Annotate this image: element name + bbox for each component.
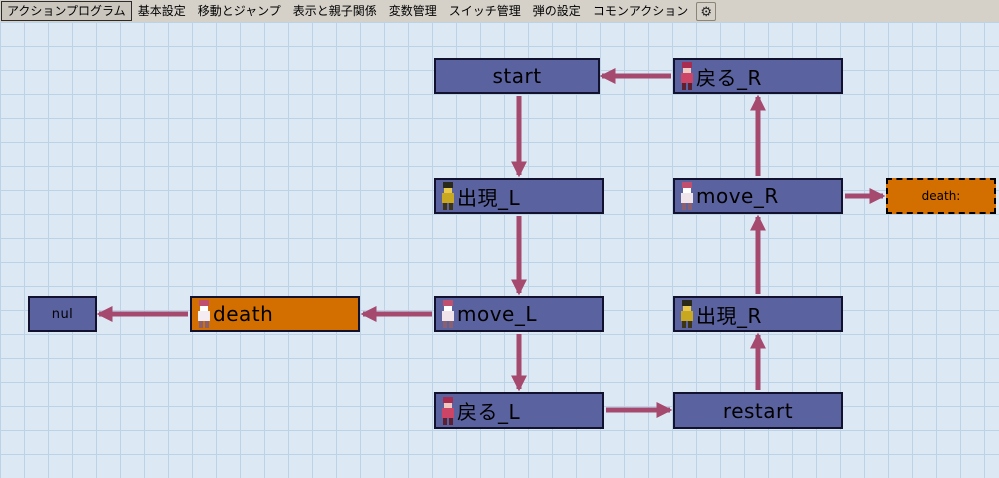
yellow-character-sprite-icon [680, 300, 694, 328]
tab-basic-settings[interactable]: 基本設定 [137, 4, 186, 18]
settings-gear-icon[interactable]: ⚙ [696, 1, 717, 21]
node-label: start [492, 64, 542, 88]
node-label: death [213, 302, 274, 326]
node-start[interactable]: start [434, 58, 600, 94]
white-character-sprite-icon [680, 182, 694, 210]
node-label: 出現_R [696, 303, 762, 328]
flow-arrows [96, 67, 886, 419]
tab-switch-management[interactable]: スイッチ管理 [448, 4, 521, 18]
flowchart-canvas[interactable]: start 戻る_R 出現_L move_R death: nul [0, 22, 999, 478]
node-restart[interactable]: restart [673, 392, 843, 429]
tab-action-program[interactable]: アクションプログラム [1, 1, 132, 21]
pink-character-sprite-icon [441, 396, 455, 425]
pink-character-sprite-icon [680, 62, 694, 90]
node-label: nul [51, 306, 74, 322]
node-label: 戻る_L [457, 400, 521, 424]
node-nul[interactable]: nul [28, 296, 97, 332]
node-label: 出現_L [457, 185, 521, 210]
white-character-sprite-icon [197, 300, 211, 328]
tab-bullet-settings[interactable]: 弾の設定 [532, 4, 581, 18]
yellow-character-sprite-icon [441, 182, 455, 210]
tab-bar: アクションプログラム 基本設定 移動とジャンプ 表示と親子関係 変数管理 スイッ… [0, 0, 999, 22]
node-appear-r[interactable]: 出現_R [673, 296, 843, 332]
node-label: move_R [696, 184, 779, 208]
tab-variable-management[interactable]: 変数管理 [388, 4, 437, 18]
node-label: restart [722, 398, 794, 423]
node-death-outlet[interactable]: death: [886, 178, 996, 214]
tab-common-action[interactable]: コモンアクション [592, 4, 689, 18]
node-move-r[interactable]: move_R [673, 178, 843, 214]
node-death[interactable]: death [190, 296, 360, 332]
tab-move-and-jump[interactable]: 移動とジャンプ [197, 4, 281, 18]
node-label: 戻る_R [696, 65, 762, 90]
white-character-sprite-icon [441, 300, 455, 328]
node-appear-l[interactable]: 出現_L [434, 178, 604, 214]
node-back-r[interactable]: 戻る_R [673, 58, 843, 94]
tab-display-parent-child[interactable]: 表示と親子関係 [292, 4, 377, 18]
node-back-l[interactable]: 戻る_L [434, 392, 604, 429]
node-move-l[interactable]: move_L [434, 296, 604, 332]
node-label: death: [921, 189, 961, 203]
node-label: move_L [457, 302, 538, 326]
